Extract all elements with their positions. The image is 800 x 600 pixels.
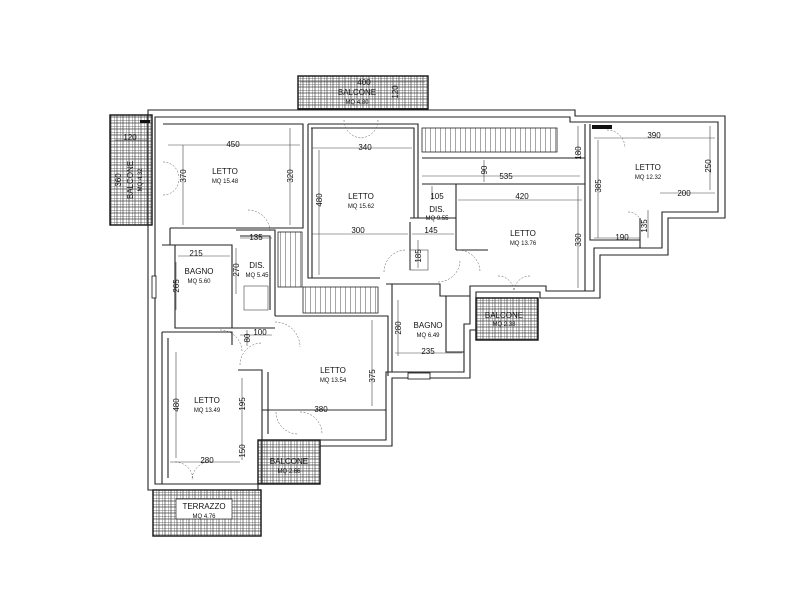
bagno-2-area: MQ 6.49 <box>416 333 440 339</box>
dim-330: 330 <box>574 233 583 247</box>
bagno-1-area: MQ 5.60 <box>187 279 211 285</box>
dim-280-bagno: 280 <box>394 321 403 335</box>
dim-145: 145 <box>424 226 438 235</box>
dim-120-left: 120 <box>123 133 137 142</box>
shaft-square-2 <box>409 249 429 271</box>
dim-135-right: 135 <box>640 219 649 233</box>
letto-2-area: MQ 15.62 <box>348 204 375 210</box>
dis-1-area: MQ 9.55 <box>425 216 449 222</box>
terrazzo-label-box <box>175 498 233 520</box>
terrazzo-name: TERRAZZO <box>182 502 225 511</box>
dim-380: 380 <box>314 405 328 414</box>
bagno-1-name: BAGNO <box>185 267 214 276</box>
dim-360: 360 <box>114 173 123 187</box>
dim-235: 235 <box>421 347 435 356</box>
dim-90: 90 <box>480 165 489 174</box>
dim-480-top: 480 <box>315 193 324 207</box>
dim-535: 535 <box>499 172 513 181</box>
dim-480-left: 480 <box>172 398 181 412</box>
letto-4-area: MQ 12.32 <box>635 175 662 181</box>
letto-1-name: LETTO <box>212 167 238 176</box>
dim-450: 450 <box>226 140 240 149</box>
balcone-bottom-hatch <box>257 439 321 485</box>
stairs-middle <box>302 286 379 314</box>
door-swings <box>162 119 643 481</box>
dim-270: 270 <box>232 263 241 277</box>
room-labels: BALCONE MQ 4.80 BALCONE MQ 4.32 LETTO MQ… <box>126 88 662 520</box>
balcone-top-area: MQ 4.80 <box>345 100 369 106</box>
balcone-left-name: BALCONE <box>126 161 135 199</box>
bagno-2-name: BAGNO <box>414 321 443 330</box>
stairs-left <box>277 231 303 288</box>
interior-walls <box>161 123 641 484</box>
letto-6-area: MQ 13.49 <box>194 408 221 414</box>
dim-340: 340 <box>358 143 372 152</box>
dim-265: 265 <box>172 279 181 293</box>
dim-200: 200 <box>677 189 691 198</box>
dim-150: 150 <box>238 444 247 458</box>
dim-180: 180 <box>574 146 583 160</box>
balcone-left-area: MQ 4.32 <box>138 168 144 192</box>
balcone-right-hatch <box>475 297 539 341</box>
dim-375: 375 <box>368 369 377 383</box>
dim-250: 250 <box>704 159 713 173</box>
dim-280-letto: 280 <box>200 456 214 465</box>
balcone-bottom-area: MQ 2.66 <box>277 469 301 475</box>
dimension-lines <box>115 81 715 463</box>
dim-385: 385 <box>594 179 603 193</box>
dis-2-name: DIS. <box>249 261 265 270</box>
balcone-bottom-name: BALCONE <box>270 457 308 466</box>
letto-6-name: LETTO <box>194 396 220 405</box>
dim-390: 390 <box>647 131 661 140</box>
letto-5-area: MQ 13.54 <box>320 378 347 384</box>
stairs-top <box>421 127 558 153</box>
dim-195: 195 <box>238 397 247 411</box>
inner-wall <box>154 116 719 485</box>
dim-80: 80 <box>243 333 252 342</box>
balcone-right-area: MQ 2.38 <box>492 322 516 328</box>
dim-420: 420 <box>515 192 529 201</box>
dim-135-center: 135 <box>249 233 263 242</box>
letto-2-name: LETTO <box>348 192 374 201</box>
letto-5-name: LETTO <box>320 366 346 375</box>
dim-185: 185 <box>414 249 423 263</box>
balcone-top-name: BALCONE <box>338 88 376 97</box>
letto-3-area: MQ 13.76 <box>510 241 537 247</box>
shaft-square <box>243 285 269 311</box>
dim-190: 190 <box>615 233 629 242</box>
balcone-top-hatch <box>297 75 429 110</box>
dim-215: 215 <box>189 249 203 258</box>
dim-300: 300 <box>351 226 365 235</box>
dim-100: 100 <box>253 328 267 337</box>
terrazzo-area: MQ 4.76 <box>192 514 216 520</box>
dim-120-top: 120 <box>391 85 400 99</box>
letto-3-name: LETTO <box>510 229 536 238</box>
balcone-left-hatch <box>109 114 153 226</box>
letto-4-name: LETTO <box>635 163 661 172</box>
dis-2-area: MQ 5.45 <box>245 273 269 279</box>
dim-105: 105 <box>430 192 444 201</box>
dis-1-name: DIS. <box>429 205 445 214</box>
dim-320: 320 <box>286 169 295 183</box>
dimension-labels: 400 120 120 360 450 370 320 340 480 90 5… <box>114 78 713 465</box>
letto-1-area: MQ 15.48 <box>212 179 239 185</box>
balcone-right-name: BALCONE <box>485 311 523 320</box>
dim-400: 400 <box>357 78 371 87</box>
window-marks <box>140 120 612 380</box>
dim-370: 370 <box>179 169 188 183</box>
